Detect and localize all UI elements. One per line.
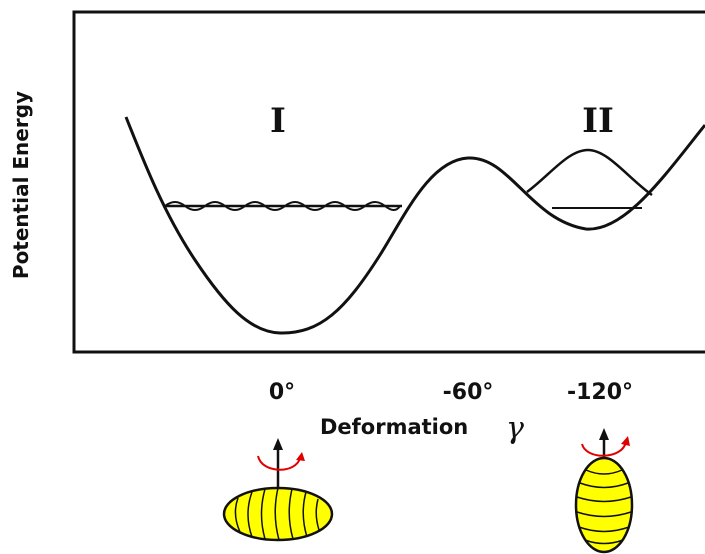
prolate-nucleus-icon — [574, 428, 634, 554]
well-label-2: II — [582, 101, 614, 141]
wavefunction-well-2 — [526, 148, 653, 197]
oblate-nucleus-icon — [222, 438, 334, 542]
tick-label-0: 0° — [269, 380, 295, 405]
well-label-1: I — [270, 101, 286, 141]
rotation-arrow-icon — [581, 441, 627, 457]
wavefunction-well-1 — [164, 201, 401, 211]
plot-frame — [72, 10, 705, 354]
x-axis-label: Deformation — [320, 415, 468, 439]
potential-curve — [124, 116, 705, 335]
x-axis-symbol: γ — [506, 411, 524, 446]
rotation-arrow-icon — [257, 455, 301, 471]
tick-label-60: -60° — [443, 380, 494, 405]
y-axis-label: Potential Energy — [9, 91, 33, 279]
tick-label-120: -120° — [567, 380, 633, 405]
